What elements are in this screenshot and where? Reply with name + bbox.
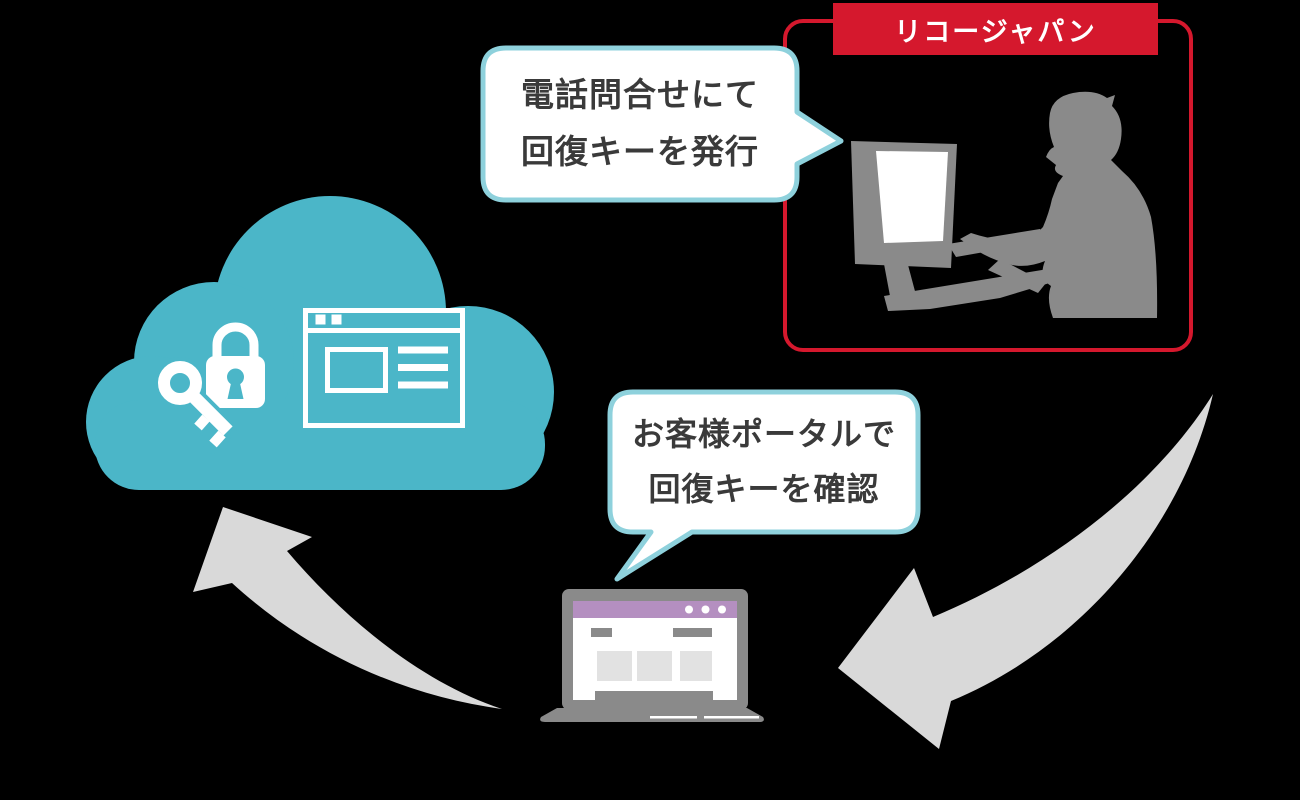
operator-at-desktop-silhouette <box>851 91 1158 319</box>
portal-bubble-line-2: 回復キーを確認 <box>648 471 880 507</box>
phone-bubble-shape <box>480 45 844 203</box>
laptop-titlebar <box>573 601 737 618</box>
laptop-base <box>540 708 764 722</box>
portal-bubble-shape <box>607 389 921 582</box>
person-silhouette <box>960 91 1158 319</box>
phone-bubble-line-1: 電話問合せにて <box>521 76 759 114</box>
phone-bubble-line-2: 回復キーを発行 <box>521 133 759 170</box>
key-icon <box>154 357 237 454</box>
browser-window-icon <box>303 308 465 428</box>
ricoh-box-label: リコージャパン <box>833 3 1158 55</box>
phone-bubble: 電話問合せにて 回復キーを発行 <box>483 48 797 200</box>
arrow-ricoh-to-laptop <box>838 394 1213 749</box>
portal-bubble-line-1: お客様ポータルで <box>631 415 896 452</box>
lock-icon <box>206 322 265 408</box>
arrow-laptop-to-cloud <box>193 507 502 709</box>
portal-bubble: お客様ポータルで 回復キーを確認 <box>610 392 918 532</box>
laptop-icon <box>540 589 764 722</box>
ricoh-box <box>783 19 1193 352</box>
cloud-icon <box>86 196 554 490</box>
